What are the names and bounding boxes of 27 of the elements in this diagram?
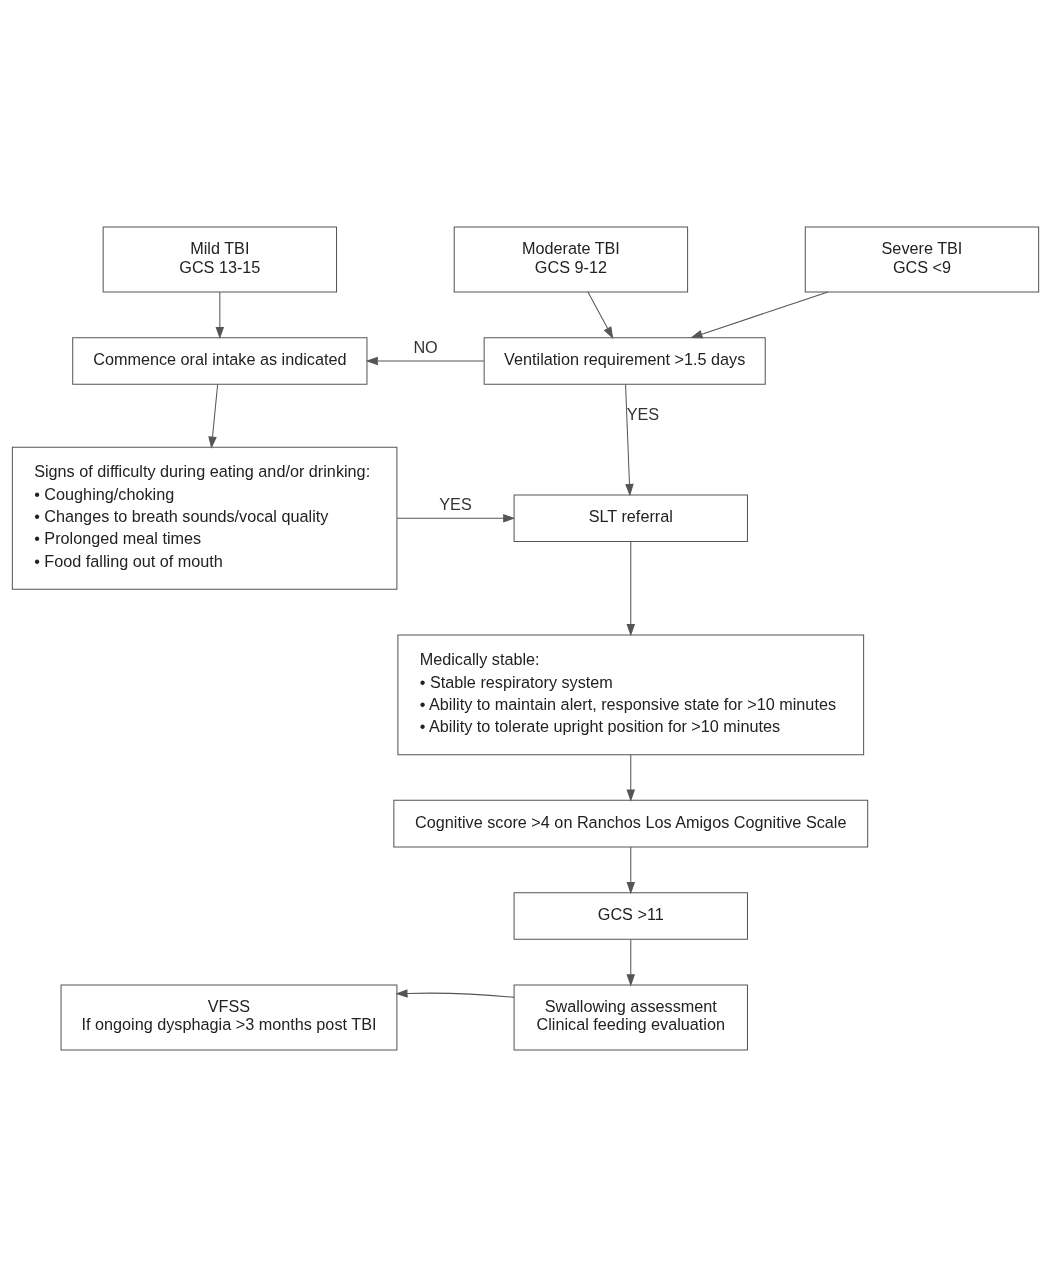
arrow xyxy=(626,846,636,894)
arrow xyxy=(208,383,219,449)
arrow xyxy=(396,513,516,523)
arrow xyxy=(626,753,636,802)
edge-label: NO xyxy=(413,337,438,356)
node-box: Medically stable: • Stable respiratory system • Ability to maintain alert, responsive state for >10 minutes • Ability to tolerate upright position for >10 minutes xyxy=(397,633,865,755)
arrow xyxy=(215,291,225,339)
node-box: Severe TBI GCS <9 xyxy=(804,226,1040,292)
node-box: Commence oral intake as indicated xyxy=(72,336,368,385)
node-box: VFSS If ongoing dysphagia >3 months post TBI xyxy=(60,984,398,1050)
node-box: Mild TBI GCS 13-15 xyxy=(102,226,338,292)
node-box: SLT referral xyxy=(513,493,748,542)
node-box: Moderate TBI GCS 9-12 xyxy=(453,226,689,292)
arrow xyxy=(587,291,614,339)
arrow xyxy=(365,356,485,365)
node-box: Cognitive score >4 on Ranchos Los Amigos Cognitive Scale xyxy=(393,799,869,847)
node-box: Swallowing assessment Clinical feeding evaluation xyxy=(513,984,748,1050)
node-box: Signs of difficulty during eating and/or drinking: • Coughing/choking • Changes to breath sounds/vocal quality • Prolonged meal times • Food falling out of mouth xyxy=(11,446,398,590)
edge-label: YES xyxy=(439,494,472,513)
arrow xyxy=(395,988,515,998)
node-box: Ventilation requirement >1.5 days xyxy=(483,336,766,385)
edge-label: YES xyxy=(626,404,660,423)
arrow xyxy=(625,383,634,496)
arrow xyxy=(690,291,829,338)
arrow xyxy=(626,540,636,636)
arrow xyxy=(626,938,636,986)
node-box: GCS >11 xyxy=(513,891,748,940)
